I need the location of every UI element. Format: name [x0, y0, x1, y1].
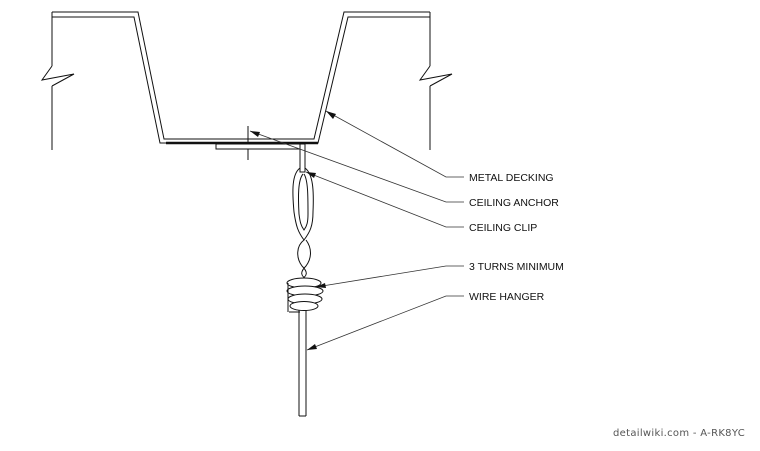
label-metal-decking: METAL DECKING — [469, 172, 554, 184]
label-ceiling-anchor: CEILING ANCHOR — [469, 197, 559, 209]
label-wire-hanger: WIRE HANGER — [469, 291, 545, 303]
leader-metal-decking — [325, 110, 464, 178]
arrowhead-metal-decking — [326, 111, 336, 119]
leader-arrowheads — [250, 111, 336, 350]
leader-lines — [249, 110, 464, 351]
leader-ceiling-anchor — [249, 130, 464, 203]
arrowhead-3-turns-minimum — [316, 283, 326, 288]
wire-coil-turns — [286, 277, 324, 313]
ceiling-clip — [215, 143, 306, 173]
wire-hanger — [292, 167, 314, 417]
arrowhead-ceiling-anchor — [250, 131, 260, 137]
arrowhead-wire-hanger — [307, 344, 317, 350]
label-3-turns-minimum: 3 TURNS MINIMUM — [469, 261, 564, 273]
arrowhead-ceiling-clip — [306, 172, 316, 178]
label-ceiling-clip: CEILING CLIP — [469, 222, 537, 234]
leader-ceiling-clip — [305, 171, 464, 228]
metal-decking — [40, 11, 453, 150]
leader-3-turns-minimum — [315, 265, 464, 288]
leader-wire-hanger — [306, 295, 464, 351]
watermark-text: detailwiki.com - A-RK8YC — [613, 428, 745, 439]
